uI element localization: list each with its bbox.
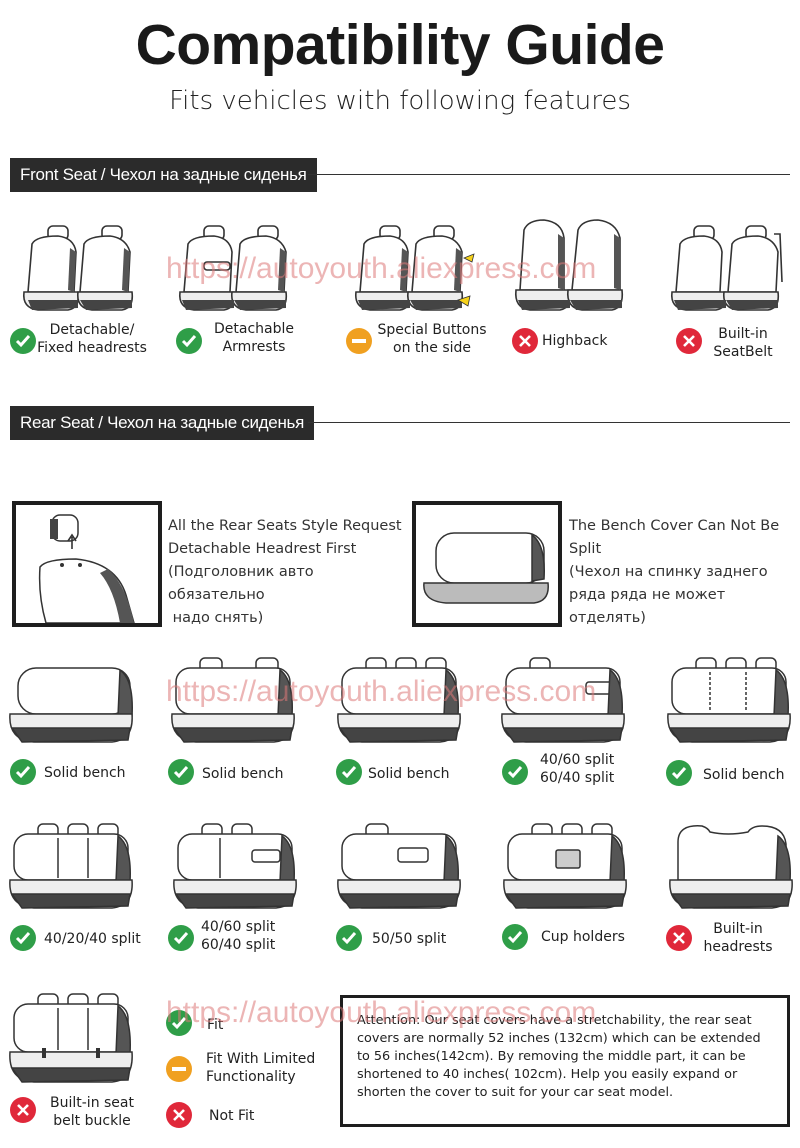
fit-check-icon [10, 925, 36, 951]
front-seat-side-buttons-illustration [352, 222, 476, 314]
fit-check-icon [168, 759, 194, 785]
fit-check-icon [502, 924, 528, 950]
front-caption-4: Highback [542, 333, 608, 349]
legend-not-fit-icon [166, 1102, 192, 1128]
legend-limited-icon [166, 1056, 192, 1082]
front-caption-1: Detachable/Fixed headrests [37, 322, 147, 356]
not-fit-cross-icon [10, 1097, 36, 1123]
watermark-text: https://autoyouth.aliexpress.com [166, 675, 597, 708]
rear-row1-caption-5: Solid bench [703, 767, 785, 783]
rear-bench-40-20-40-illustration [8, 820, 136, 910]
rear-seat-section-header: Rear Seat / Чехол на задные сиденья [10, 406, 314, 440]
not-fit-cross-icon [676, 328, 702, 354]
rear-bench-50-50-illustration [336, 820, 464, 910]
front-seat-armrests-illustration [176, 222, 296, 314]
fit-check-icon [168, 925, 194, 951]
bench-cover-illustration [412, 501, 562, 627]
legend-not-fit-label: Not Fit [209, 1108, 255, 1124]
rear-bench-solid-three-headrests-illustration [666, 654, 794, 744]
legend-fit-icon [166, 1010, 192, 1036]
front-section-divider [308, 174, 790, 175]
rear-bench-builtin-headrests-illustration [668, 820, 796, 910]
not-fit-cross-icon [666, 925, 692, 951]
front-seat-highback-illustration [512, 218, 630, 314]
rear-row2-caption-1: 40/20/40 split [44, 931, 141, 947]
headrest-removal-illustration [12, 501, 162, 627]
rear-bench-builtin-belt-buckle-illustration [8, 990, 136, 1084]
page-title: Compatibility Guide [135, 13, 665, 77]
rear-bench-cup-holders-illustration [502, 820, 630, 910]
page-subtitle: Fits vehicles with following features [169, 86, 631, 116]
fit-check-icon [176, 328, 202, 354]
rear-row1-caption-1: Solid bench [44, 765, 126, 781]
rear-bench-40-60-armrest-illustration [172, 820, 300, 910]
rear-row2-caption-3: 50/50 split [372, 931, 447, 947]
rear-section-divider [308, 422, 790, 423]
watermark-text: https://autoyouth.aliexpress.com [166, 996, 597, 1029]
rear-row1-caption-2: Solid bench [202, 766, 284, 782]
fit-check-icon [666, 760, 692, 786]
legend-fit-label: Fit [207, 1017, 224, 1033]
fit-check-icon [10, 328, 36, 354]
fit-check-icon [10, 759, 36, 785]
rear-row2-caption-4: Cup holders [541, 929, 625, 945]
front-seat-builtin-seatbelt-illustration [670, 222, 788, 314]
not-fit-cross-icon [512, 328, 538, 354]
limited-dash-icon [346, 328, 372, 354]
rear-bench-three-headrests-illustration [336, 654, 464, 744]
front-seat-section-header: Front Seat / Чехол на задные сиденья [10, 158, 317, 192]
attention-note: Attention: Our seat covers have a stretc… [340, 995, 790, 1127]
rear-bench-headrests-illustration [170, 654, 298, 744]
rear-note-right: The Bench Cover Can Not Be Split (Чехол … [569, 518, 780, 626]
rear-note-left: All the Rear Seats Style Request Detacha… [168, 518, 402, 626]
fit-check-icon [336, 759, 362, 785]
fit-check-icon [502, 759, 528, 785]
front-seat-detachable-headrests-illustration [18, 222, 138, 314]
rear-bench-solid-illustration [8, 664, 136, 744]
rear-bench-split-armrest-illustration [500, 654, 628, 744]
fit-check-icon [336, 925, 362, 951]
watermark-text: https://autoyouth.aliexpress.com [166, 252, 597, 285]
rear-row1-caption-3: Solid bench [368, 766, 450, 782]
